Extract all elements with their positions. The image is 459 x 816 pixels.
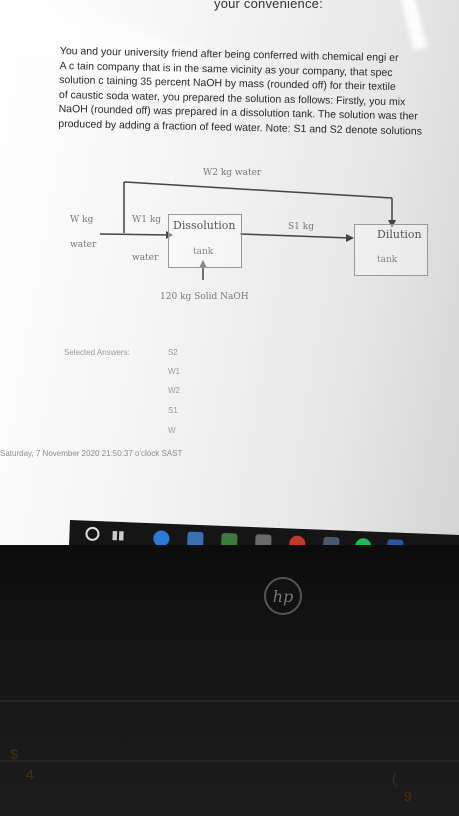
dilution-tank-box: Dilution tank (354, 224, 428, 276)
dissolution-tank-box: Dissolution tank (168, 214, 242, 268)
task-view-icon[interactable]: ▮▮ (111, 527, 125, 543)
cortana-icon[interactable] (85, 526, 100, 542)
w2-water-label: W2 kg water (203, 168, 262, 178)
problem-paragraph: You and your university friend after bei… (58, 44, 459, 140)
hp-logo: hp (264, 577, 302, 615)
keyboard-row (0, 700, 459, 702)
submission-timestamp: Saturday, 7 November 2020 21:50:37 o'clo… (0, 449, 183, 458)
flow-diagram-lines (99, 181, 396, 280)
w1-sublabel: water (132, 253, 159, 263)
keyboard-key: 4 (26, 766, 34, 782)
w-feed-label: W kg (70, 215, 94, 225)
keyboard-key: ( (392, 770, 397, 786)
laptop-bezel (0, 545, 459, 816)
w-feed-sublabel: water (70, 240, 97, 250)
dissolution-tank-sublabel: tank (193, 247, 214, 257)
answer-item: W1 (168, 367, 180, 376)
s1-label: S1 kg (288, 222, 314, 232)
dilution-tank-sublabel: tank (377, 255, 398, 265)
answer-item: S1 (168, 406, 178, 415)
answer-item: W (168, 426, 176, 435)
page-header-fragment: your convenience: (214, 0, 323, 11)
dissolution-tank-title: Dissolution (173, 219, 236, 232)
photographed-screen: your convenience: You and your universit… (0, 0, 459, 545)
w1-label: W1 kg (132, 215, 162, 225)
dilution-tank-title: Dilution (377, 228, 422, 241)
selected-answers-label: Selected Answers: (64, 348, 130, 357)
naoh-feed-label: 120 kg Solid NaOH (160, 292, 249, 302)
light-glare-vertical (396, 0, 428, 51)
answer-item: S2 (168, 348, 178, 357)
keyboard-row (0, 760, 459, 762)
answer-item: W2 (168, 386, 180, 395)
keyboard-key: $ (10, 746, 18, 762)
flow-diagram: W2 kg water W kg water W1 kg water Disso… (0, 160, 459, 310)
keyboard-key: 9 (404, 788, 412, 804)
